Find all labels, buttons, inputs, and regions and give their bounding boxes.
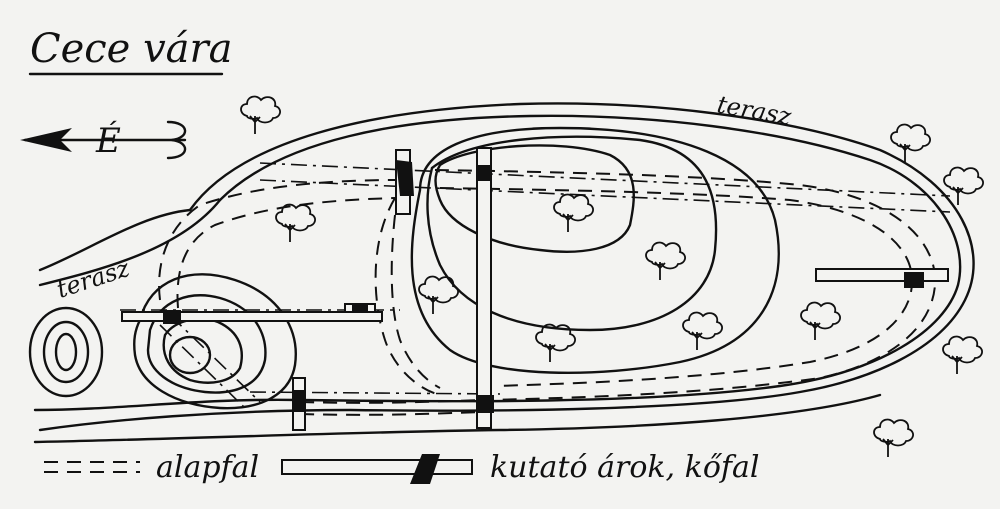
left-oval [28,306,104,398]
legend: alapfal kutató árok, kőfal [44,450,759,485]
trench-right [815,268,949,282]
tree-icon [942,335,983,374]
research-trenches [121,147,949,431]
mound-contours [133,273,297,410]
tree-icon [535,323,576,362]
trench-left [121,311,383,322]
map-title: Cece vára [30,26,232,72]
stone-wall [163,310,181,324]
tree-icon [645,241,686,280]
hill-contours [410,126,780,375]
tree-icon [943,166,984,205]
foundation-walls [158,169,937,416]
stone-wall [476,395,494,413]
legend-foundation-label: alapfal [156,450,259,485]
trees [240,95,984,457]
stone-wall [396,160,414,196]
stone-wall [292,390,306,412]
stone-wall [904,272,924,288]
tree-icon [682,311,723,350]
tree-icon [240,95,281,134]
stone-wall [476,165,492,181]
north-arrow: É [20,120,187,161]
tree-icon [275,203,316,242]
tree-icon [890,123,931,162]
title-group: Cece vára [28,26,232,76]
tree-icon [418,275,459,314]
legend-trench-swatch [281,459,473,475]
tree-icon [553,193,594,232]
tree-icon [800,301,841,340]
legend-wall-swatch [410,454,440,484]
tree-icon [873,418,914,457]
north-arrow-head-icon [20,128,72,152]
trench-main-vertical [476,147,492,429]
north-arrow-label: É [95,120,121,161]
legend-trench-label: kutató árok, kőfal [490,450,759,485]
